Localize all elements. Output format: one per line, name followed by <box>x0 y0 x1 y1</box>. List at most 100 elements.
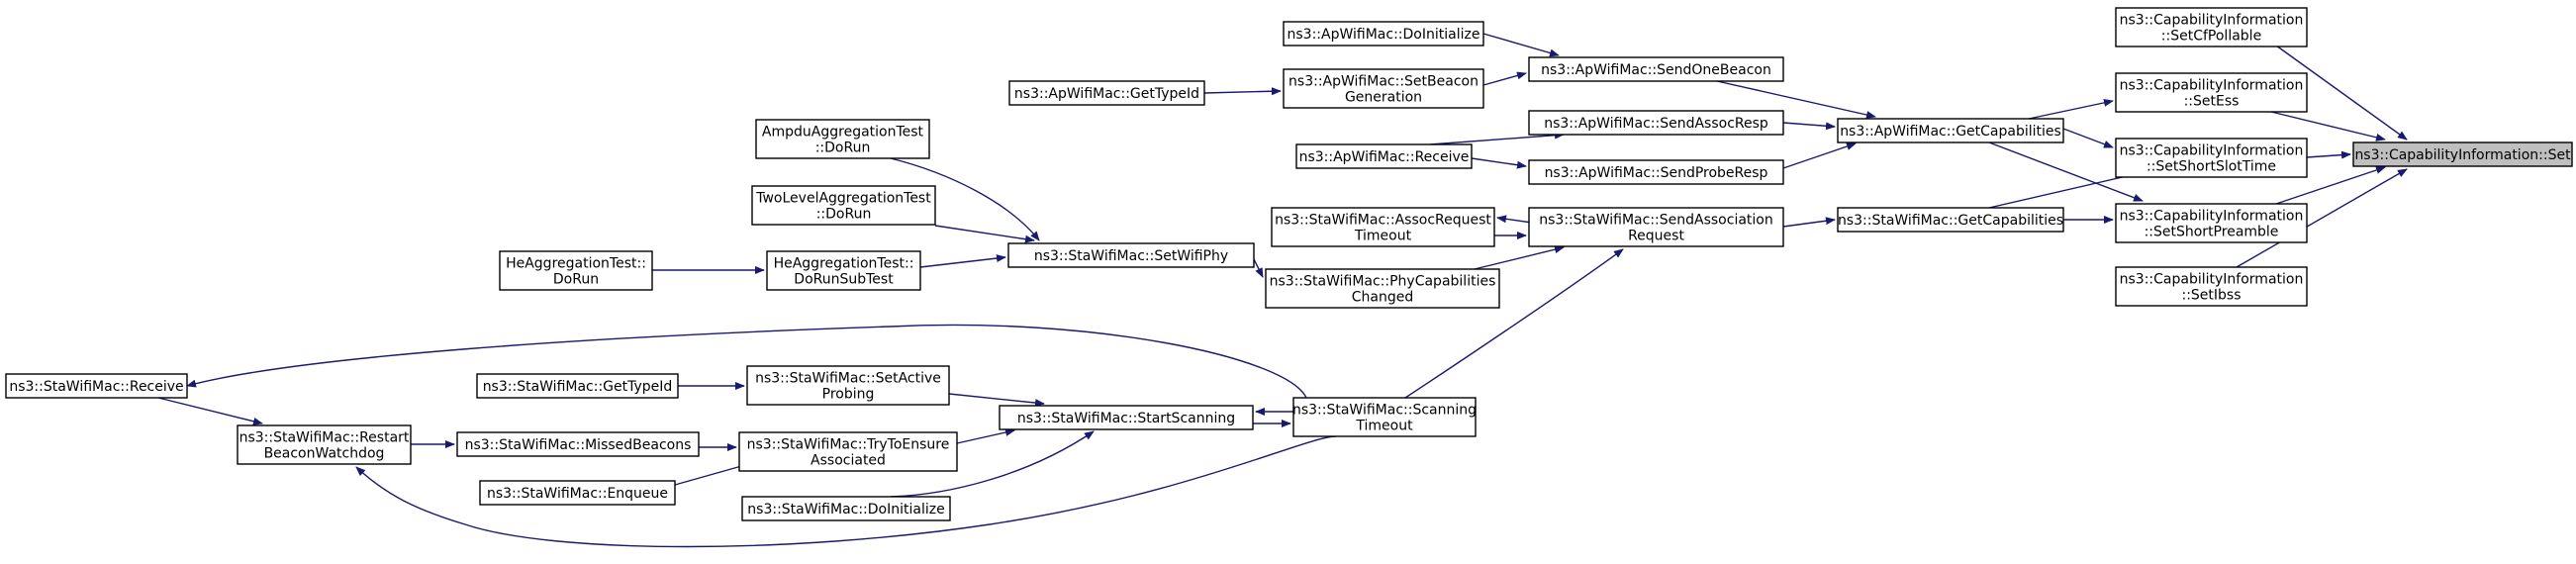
node-label: Request <box>1628 229 1684 244</box>
node-label: Associated <box>811 453 886 469</box>
edge-sta_receive-to-sta_restartbeaconwatchdog <box>157 397 263 425</box>
node-label: ns3::ApWifiMac::SendProbeResp <box>1545 165 1768 181</box>
node-sta-receive[interactable]: ns3::StaWifiMac::Receive <box>5 373 188 399</box>
node-sta-setwifiphy[interactable]: ns3::StaWifiMac::SetWifiPhy <box>1007 242 1255 268</box>
node-setcfpollable[interactable]: ns3::CapabilityInformation::SetCfPollabl… <box>2115 7 2308 47</box>
node-label: ns3::StaWifiMac::GetTypeId <box>483 379 673 395</box>
node-label: TwoLevelAggregationTest <box>755 191 931 207</box>
node-label: ::SetShortSlotTime <box>2147 159 2276 175</box>
node-label: ns3::CapabilityInformation <box>2120 13 2304 29</box>
node-sta-gettypeid[interactable]: ns3::StaWifiMac::GetTypeId <box>476 373 679 399</box>
node-label: ns3::StaWifiMac::GetCapabilities <box>1838 213 2063 229</box>
node-sta-startscanning[interactable]: ns3::StaWifiMac::StartScanning <box>999 405 1254 430</box>
edge-ap_sendonebeacon-to-ap_getcapabilities <box>1716 80 1876 119</box>
node-label: Probing <box>822 387 875 403</box>
edge-ap_receive-to-ap_sendproberesp <box>1471 157 1527 169</box>
edge-ampdu_dorun-to-sta_setwifiphy <box>890 157 1040 241</box>
edge-sta_setwifiphy-to-sta_phycapabilitieschanged <box>1253 258 1264 278</box>
edge-setess-to-set <box>2270 111 2386 141</box>
node-label: ns3::StaWifiMac::MissedBeacons <box>465 437 692 453</box>
node-label: ns3::StaWifiMac::Restart <box>239 430 410 446</box>
edge-setcfpollable-to-set <box>2275 45 2408 141</box>
node-ap-sendassocresp[interactable]: ns3::ApWifiMac::SendAssocResp <box>1528 110 1784 136</box>
node-label: ns3::ApWifiMac::SetBeacon <box>1288 74 1479 90</box>
node-label: ns3::CapabilityInformation::Set <box>2354 147 2571 163</box>
node-setibss[interactable]: ns3::CapabilityInformation::SetIbss <box>2115 266 2308 307</box>
node-setshortslottime[interactable]: ns3::CapabilityInformation::SetShortSlot… <box>2115 138 2308 178</box>
edge-sta_setactiveprobing-to-sta_startscanning <box>948 393 1045 408</box>
node-label: ns3::StaWifiMac::Enqueue <box>487 486 668 502</box>
node-ap-gettypeid[interactable]: ns3::ApWifiMac::GetTypeId <box>1008 80 1205 106</box>
node-twolevel-dorun[interactable]: TwoLevelAggregationTest::DoRun <box>751 185 936 226</box>
node-ap-sendonebeacon[interactable]: ns3::ApWifiMac::SendOneBeacon <box>1528 56 1784 82</box>
edge-setshortpreamble-to-set <box>2275 166 2386 205</box>
node-label: ns3::StaWifiMac::StartScanning <box>1017 411 1235 426</box>
node-label: ns3::ApWifiMac::Receive <box>1299 149 1470 165</box>
node-label: ::SetShortPreamble <box>2145 225 2279 240</box>
node-he-dorunsubtest[interactable]: HeAggregationTest::DoRunSubTest <box>766 250 921 291</box>
edge-he_dorunsubtest-to-sta_setwifiphy <box>919 254 1006 268</box>
edge-sta_phycapabilitieschanged-to-sta_sendassociationrequest <box>1474 245 1565 270</box>
edge-ap_gettypeid-to-ap_setbeacongeneration <box>1203 87 1282 96</box>
edge-ap_setbeacongeneration-to-ap_sendonebeacon <box>1482 71 1527 86</box>
node-ap-doinitialize[interactable]: ns3::ApWifiMac::DoInitialize <box>1283 21 1484 47</box>
edge-sta_sendassociationrequest-to-sta_getcapabilities <box>1782 217 1836 228</box>
node-sta-missedbeacons[interactable]: ns3::StaWifiMac::MissedBeacons <box>456 431 700 457</box>
node-label: ns3::ApWifiMac::DoInitialize <box>1288 27 1480 43</box>
node-label: Timeout <box>1355 419 1413 434</box>
node-label: ns3::StaWifiMac::TryToEnsure <box>747 437 950 453</box>
node-ampdu-dorun[interactable]: AmpduAggregationTest::DoRun <box>755 119 930 159</box>
node-label: ns3::StaWifiMac::AssocRequest <box>1275 213 1491 229</box>
node-he-dorun[interactable]: HeAggregationTest::DoRun <box>499 250 653 291</box>
node-label: ::SetIbss <box>2181 288 2241 304</box>
node-label: DoRunSubTest <box>794 272 894 288</box>
node-ap-sendproberesp[interactable]: ns3::ApWifiMac::SendProbeResp <box>1528 159 1784 185</box>
edge-ap_sendassocresp-to-ap_getcapabilities <box>1782 122 1836 131</box>
node-label: AmpduAggregationTest <box>762 125 924 141</box>
node-label: Timeout <box>1354 229 1412 244</box>
node-sta-getcapabilities[interactable]: ns3::StaWifiMac::GetCapabilities <box>1837 207 2064 233</box>
edge-ap_sendproberesp-to-ap_getcapabilities <box>1782 142 1857 169</box>
node-label: ns3::StaWifiMac::Receive <box>9 379 183 395</box>
edge-sta_doinitialize-to-sta_startscanning <box>890 430 1095 498</box>
edge-ap_getcapabilities-to-setshortslottime <box>2062 128 2114 148</box>
node-label: ::DoRun <box>815 141 871 156</box>
node-ap-receive[interactable]: ns3::ApWifiMac::Receive <box>1295 143 1473 169</box>
node-setshortpreamble[interactable]: ns3::CapabilityInformation::SetShortPrea… <box>2115 203 2308 243</box>
node-label: ::DoRun <box>816 207 872 223</box>
edge-twolevel_dorun-to-sta_setwifiphy <box>934 225 1035 243</box>
edge-ap_getcapabilities-to-setshortpreamble <box>1988 141 2144 202</box>
edge-ap_receive-to-ap_sendassocresp <box>1429 131 1565 145</box>
node-label: HeAggregationTest:: <box>774 256 914 272</box>
node-label: ns3::StaWifiMac::SetWifiPhy <box>1034 248 1228 264</box>
node-label: HeAggregationTest:: <box>506 256 646 272</box>
node-setess[interactable]: ns3::CapabilityInformation::SetEss <box>2115 72 2308 113</box>
node-label: ::SetCfPollable <box>2161 29 2261 45</box>
node-label: ns3::CapabilityInformation <box>2120 272 2304 288</box>
node-label: ns3::ApWifiMac::SendAssocResp <box>1544 116 1768 132</box>
node-label: ns3::ApWifiMac::GetCapabilities <box>1840 124 2061 140</box>
node-label: ns3::StaWifiMac::Scanning <box>1292 403 1477 419</box>
node-label: Generation <box>1345 90 1422 106</box>
edge-setibss-to-set <box>2236 168 2408 268</box>
node-label: ns3::ApWifiMac::SendOneBeacon <box>1541 62 1771 78</box>
edge-sta_scanningtimeout-to-sta_sendassociationrequest <box>1404 248 1624 399</box>
node-label: ns3::StaWifiMac::DoInitialize <box>747 502 944 517</box>
node-ap-getcapabilities[interactable]: ns3::ApWifiMac::GetCapabilities <box>1837 118 2064 143</box>
node-label: Changed <box>1352 290 1414 306</box>
node-sta-enqueue[interactable]: ns3::StaWifiMac::Enqueue <box>479 480 676 506</box>
node-label: ::SetEss <box>2184 94 2240 110</box>
node-set[interactable]: ns3::CapabilityInformation::Set <box>2352 141 2573 167</box>
node-sta-doinitialize[interactable]: ns3::StaWifiMac::DoInitialize <box>741 496 951 521</box>
node-label: ns3::ApWifiMac::GetTypeId <box>1014 86 1199 102</box>
node-label: BeaconWatchdog <box>264 446 385 462</box>
node-label: ns3::CapabilityInformation <box>2120 209 2304 225</box>
